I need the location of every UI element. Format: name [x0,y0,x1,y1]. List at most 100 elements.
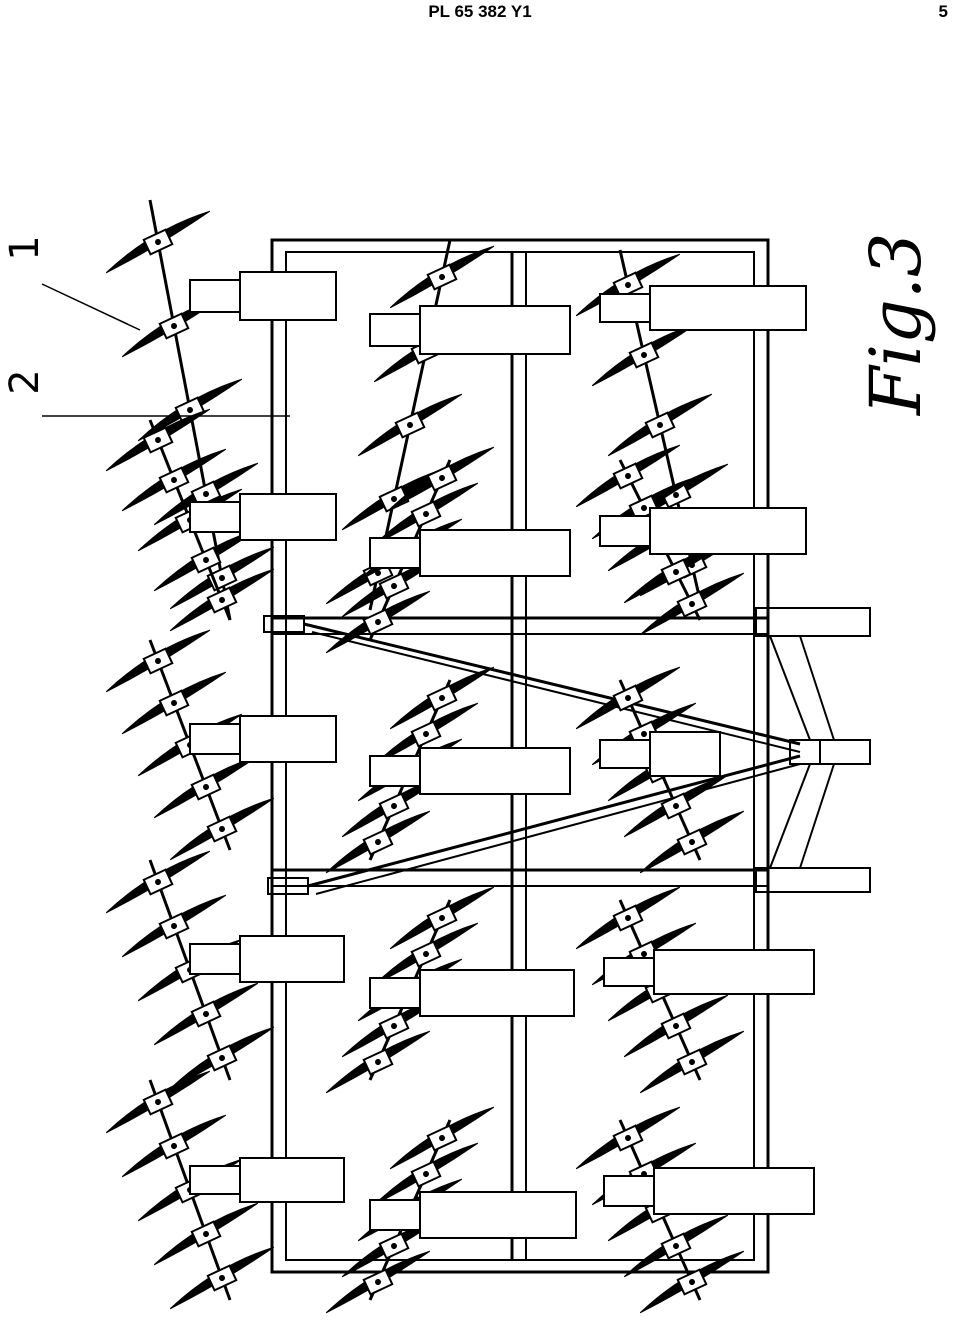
housing-body [419,305,571,355]
housing-body [419,747,571,795]
reference-leaders [41,283,290,417]
disc-blade [389,1106,495,1170]
hub-bolt [689,1059,695,1065]
bearing-housings [189,271,815,1239]
housing-body [419,1191,577,1239]
hub-bolt [171,1143,177,1149]
bearing-housing [603,949,815,995]
hub-bolt [625,1135,631,1141]
disc-blade [373,1142,479,1206]
bearing-housing [189,715,337,763]
disc-blade [575,444,681,508]
housing-neck [189,1165,241,1195]
housing-neck [369,537,421,569]
hub-bolt [391,583,397,589]
hub-bolt [219,1055,225,1061]
reference-numeral-2: 2 [2,369,48,395]
disc-blade [607,393,713,457]
page-number: 5 [938,2,948,21]
disc-blade [389,886,495,950]
bearing-housing [599,285,807,331]
hub-bolt [219,575,225,581]
disc-blade [325,1030,431,1094]
housing-body [419,529,571,577]
hub-bolt [219,1275,225,1281]
hub-bolt [673,492,679,498]
bearing-housing [189,493,337,541]
disc-gang [105,199,275,621]
disc-blade [623,994,729,1058]
housing-neck [369,977,421,1009]
housing-neck [189,279,241,313]
hub-bolt [391,1243,397,1249]
hub-bolt [625,695,631,701]
hub-bolt [657,422,663,428]
disc-blade [389,666,495,730]
disc-blade [169,797,275,861]
disc-blade [373,702,479,766]
disc-blade [325,1250,431,1314]
hub-bolt [439,915,445,921]
hub-bolt [673,569,679,575]
hub-bolt [673,803,679,809]
hub-bolt [375,1279,381,1285]
drawbar [303,607,871,895]
disc-blade [153,1202,259,1266]
disc-blade [169,1026,275,1090]
hub-bolt [155,1099,161,1105]
hub-bolt [375,839,381,845]
bearing-housing [189,1157,345,1203]
hub-bolt [407,422,413,428]
disc-blade [105,408,211,472]
disc-blade [575,886,681,950]
housing-body [649,731,721,777]
bearing-housing [599,507,807,555]
housing-neck [189,943,241,975]
disc-blade [169,1246,275,1310]
housing-body [239,1157,345,1203]
hub-bolt [155,879,161,885]
hub-bolt [203,1011,209,1017]
hub-bolt [439,274,445,280]
hub-bolt [203,1231,209,1237]
housing-neck [369,313,421,347]
disc-blade [121,1114,227,1178]
hub-bolt [155,239,161,245]
hub-bolt [155,658,161,664]
disc-blade [389,245,495,309]
disc-blade [169,568,275,632]
hub-bolt [391,1023,397,1029]
bearing-housing [369,969,575,1017]
hub-bolt [187,407,193,413]
hub-bolt [219,597,225,603]
disc-blade [575,666,681,730]
housing-body [649,507,807,555]
housing-body [419,969,575,1017]
housing-body [649,285,807,331]
disc-blade [591,323,697,387]
housing-neck [189,723,241,755]
housing-neck [189,501,241,533]
disc-blade [105,1070,211,1134]
disc-blade [325,810,431,874]
hub-bolt [689,601,695,607]
reference-numeral-1: 1 [2,235,48,261]
bearing-housing [369,747,571,795]
hub-bolt [423,511,429,517]
hub-bolt [641,731,647,737]
disc-blade [137,378,243,442]
housing-neck [369,755,421,787]
housing-neck [603,1175,655,1207]
hub-bolt [689,839,695,845]
disc-blade [357,393,463,457]
hub-bolt [391,803,397,809]
disc-blade [121,894,227,958]
disc-blade [325,590,431,654]
housing-body [239,715,337,763]
housing-body [653,949,815,995]
housing-neck [599,293,651,323]
hub-bolt [641,951,647,957]
disc-blade [169,546,275,610]
disc-blade [575,1106,681,1170]
